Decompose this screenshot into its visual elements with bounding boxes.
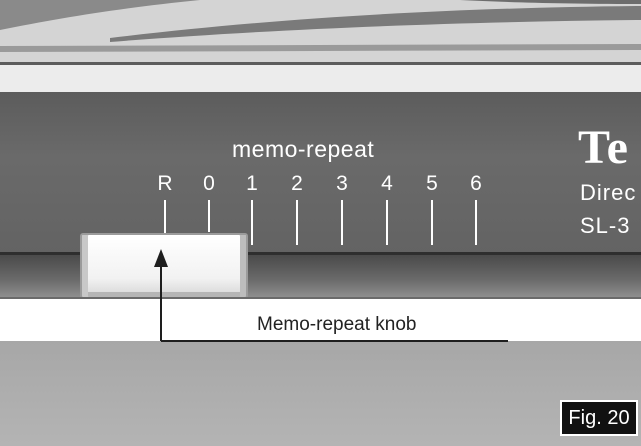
cover-band xyxy=(0,62,641,95)
tick-line xyxy=(431,200,433,245)
figure-label: Fig. 20 xyxy=(568,407,630,429)
figure-badge: Fig. 20 xyxy=(560,400,638,436)
dust-cover xyxy=(0,0,641,62)
tick-label: R xyxy=(157,172,173,195)
tick-label: 0 xyxy=(203,172,215,195)
tick-line xyxy=(386,200,388,245)
tick-line xyxy=(296,200,298,245)
tick-line xyxy=(251,200,253,245)
tick-label: 4 xyxy=(381,172,393,195)
deck-panel xyxy=(0,92,641,254)
callout-label: Memo-repeat knob xyxy=(257,314,417,335)
tick-label: 6 xyxy=(470,172,482,195)
tick-label: 2 xyxy=(291,172,303,195)
brand-line-1: Direc xyxy=(580,180,637,205)
tick-label: 5 xyxy=(426,172,438,195)
panel-edge xyxy=(0,252,641,255)
arrowhead xyxy=(154,249,168,267)
brand-logo: Te xyxy=(578,121,629,174)
tick-line xyxy=(475,200,477,245)
tick-label: 1 xyxy=(246,172,258,195)
tick-line xyxy=(341,200,343,245)
tick-line xyxy=(208,200,210,232)
memo-repeat-title: memo-repeat xyxy=(232,136,375,162)
turntable-base xyxy=(0,341,641,446)
tick-line xyxy=(164,200,166,245)
brand-line-2: SL-3 xyxy=(580,213,631,238)
tick-label: 3 xyxy=(336,172,348,195)
dust-cover-reflection xyxy=(0,0,641,52)
